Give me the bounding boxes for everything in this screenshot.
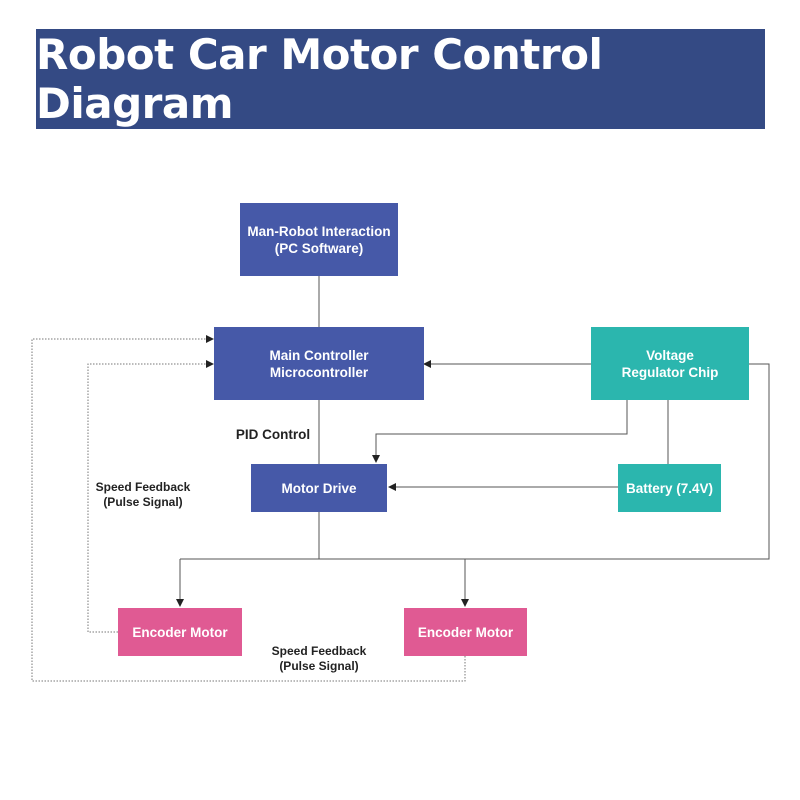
main-controller-label: Main Controller: [269, 347, 369, 363]
motor-drive-label: Motor Drive: [281, 480, 357, 496]
line-drive-to-bus: [180, 512, 320, 560]
page-title: Robot Car Motor Control Diagram: [36, 30, 603, 128]
voltage-regulator-box: Voltage Regulator Chip: [591, 327, 749, 400]
encoder-motor-right-label: Encoder Motor: [417, 624, 514, 640]
speed-feedback-bottom-line2: (Pulse Signal): [279, 659, 359, 673]
main-controller-box: Main Controller Microcontroller: [214, 327, 424, 400]
title-banner: Robot Car Motor Control Diagram: [36, 29, 765, 129]
pc-software-label: Man-Robot Interaction: [247, 223, 391, 239]
feedback-left-motor: [87, 360, 214, 633]
speed-feedback-left-line1: Speed Feedback: [95, 480, 191, 494]
voltage-regulator-label: Voltage: [646, 347, 694, 363]
voltage-regulator-sublabel: Regulator Chip: [621, 364, 719, 380]
main-controller-sublabel: Microcontroller: [269, 364, 369, 380]
arrow-regulator-to-drive: [372, 400, 628, 463]
encoder-motor-left-label: Encoder Motor: [132, 624, 228, 640]
pc-software-box: Man-Robot Interaction (PC Software): [240, 203, 398, 276]
pc-software-sublabel: (PC Software): [274, 240, 364, 256]
line-regulator-to-bus: [319, 363, 770, 560]
motor-drive-box: Motor Drive: [251, 464, 387, 512]
battery-label: Battery (7.4V): [625, 480, 714, 496]
encoder-motor-right-box: Encoder Motor: [404, 608, 527, 656]
speed-feedback-bottom-label: Speed Feedback (Pulse Signal): [262, 644, 376, 674]
encoder-motor-left-box: Encoder Motor: [118, 608, 242, 656]
speed-feedback-bottom-line1: Speed Feedback: [271, 644, 367, 658]
speed-feedback-left-label: Speed Feedback (Pulse Signal): [86, 480, 200, 510]
pid-control-label: PID Control: [235, 427, 311, 442]
battery-box: Battery (7.4V): [618, 464, 721, 512]
speed-feedback-left-line2: (Pulse Signal): [103, 495, 183, 509]
